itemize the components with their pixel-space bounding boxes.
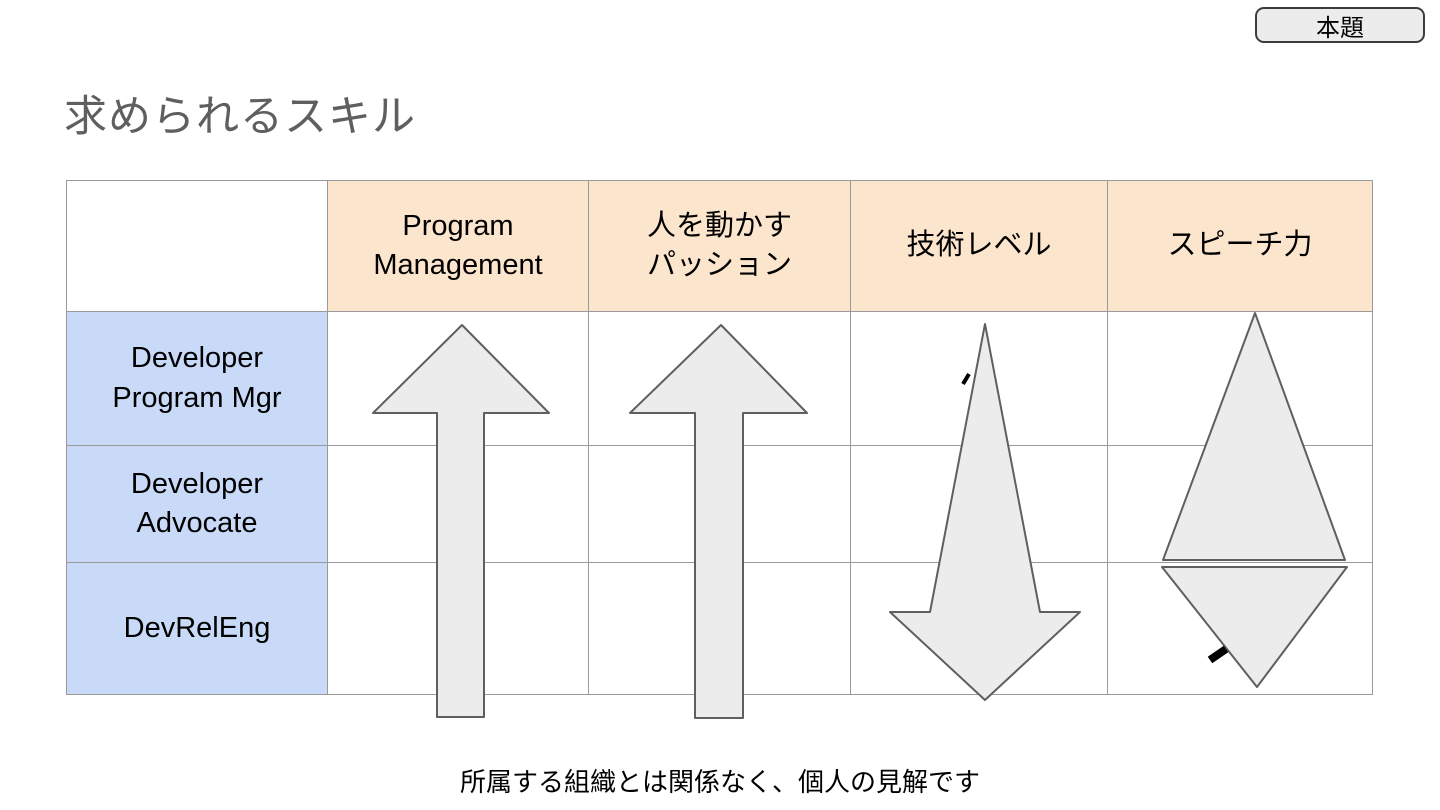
corner-cell: [66, 180, 328, 312]
cell-dpm-passion: [588, 311, 851, 446]
col-header-passion: 人を動かす パッション: [588, 180, 851, 312]
cell-da-tech-level: [850, 445, 1108, 563]
table-row: DevRelEng: [66, 562, 1373, 695]
cell-dpm-speech: [1107, 311, 1373, 446]
row-header-developer-advocate: Developer Advocate: [66, 445, 328, 563]
cell-da-passion: [588, 445, 851, 563]
cell-da-program-management: [327, 445, 589, 563]
topic-badge: 本題: [1255, 7, 1425, 43]
cell-dre-passion: [588, 562, 851, 695]
table-row: Developer Program Mgr: [66, 311, 1373, 446]
row-header-developer-program-mgr: Developer Program Mgr: [66, 311, 328, 446]
col-header-program-management: Program Management: [327, 180, 589, 312]
cell-da-speech: [1107, 445, 1373, 563]
page-title: 求められるスキル: [64, 93, 416, 141]
cell-dpm-program-management: [327, 311, 589, 446]
cell-dre-tech-level: [850, 562, 1108, 695]
skills-matrix-table: Program Management 人を動かす パッション 技術レベル スピー…: [66, 180, 1373, 695]
cell-dpm-tech-level: [850, 311, 1108, 446]
row-header-devreleng: DevRelEng: [66, 562, 328, 695]
col-header-speech: スピーチ力: [1107, 180, 1373, 312]
col-header-tech-level: 技術レベル: [850, 180, 1108, 312]
disclaimer-caption: 所属する組織とは関係なく、個人の見解です: [459, 767, 980, 797]
table-row: Developer Advocate: [66, 445, 1373, 563]
topic-badge-label: 本題: [1316, 14, 1364, 42]
cell-dre-speech: [1107, 562, 1373, 695]
cell-dre-program-management: [327, 562, 589, 695]
header-row: Program Management 人を動かす パッション 技術レベル スピー…: [66, 180, 1373, 312]
